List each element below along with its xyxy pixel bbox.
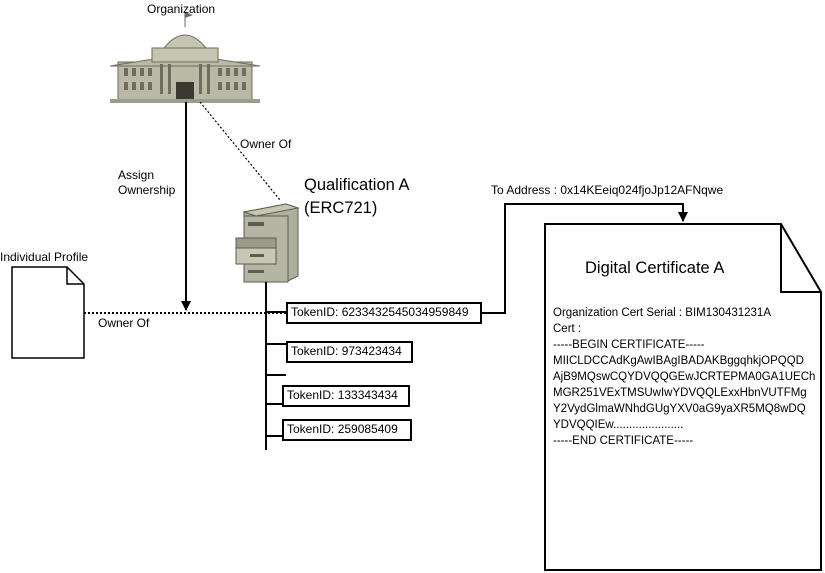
cert-line: -----BEGIN CERTIFICATE----- (553, 339, 705, 351)
government-building-icon (109, 12, 261, 103)
certificate-title: Digital Certificate A (585, 259, 725, 277)
to-address-label: To Address : 0x14KEeiq024fjoJp12AFNqwe (491, 183, 724, 197)
certificate-document (544, 223, 822, 571)
organization-label: Organization (147, 2, 216, 16)
assign-label-line1: Assign (118, 168, 155, 182)
owner-of-individual-label: Owner Of (98, 316, 150, 330)
cert-line: YDVQQIEw...................... (553, 419, 684, 431)
certificate-body: Organization Cert Serial : BIM130431231A… (553, 305, 815, 449)
cert-line: MIICLDCCAdKgAwIBAgIBADAKBggqhkjOPQQD (553, 355, 804, 367)
qualification-title: Qualification A (304, 176, 410, 194)
cert-line: Organization Cert Serial : BIM130431231A (553, 307, 771, 319)
owner-of-org-edge (199, 101, 281, 201)
token-box-1[interactable]: TokenID: 6233432545034959849 (286, 302, 482, 324)
file-cabinet-icon (235, 203, 300, 283)
individual-profile-label: Individual Profile (0, 250, 89, 264)
cert-line: Cert : (553, 323, 582, 335)
qualification-standard: (ERC721) (304, 199, 378, 217)
token-box-3[interactable]: TokenID: 133343434 (282, 385, 410, 407)
assign-label-line2: Ownership (118, 183, 176, 197)
token-box-4[interactable]: TokenID: 259085409 (282, 419, 412, 441)
token-box-2[interactable]: TokenID: 973423434 (286, 341, 413, 363)
owner-of-org-label: Owner Of (240, 137, 292, 151)
cert-line: AjB9MQswCQYDVQQGEwJCRTEPMA0GA1UECh (553, 371, 816, 383)
cert-line: MGR251VExTMSUwIwYDVQQLExxHbnVUTFMg (553, 387, 807, 399)
to-address-edge (482, 203, 688, 314)
document-icon (11, 266, 85, 359)
cert-line: -----END CERTIFICATE----- (553, 435, 694, 447)
cert-line: Y2VydGlmaWNhdGUgYXV0aG9yaXR5MQ8wDQ (553, 403, 806, 415)
